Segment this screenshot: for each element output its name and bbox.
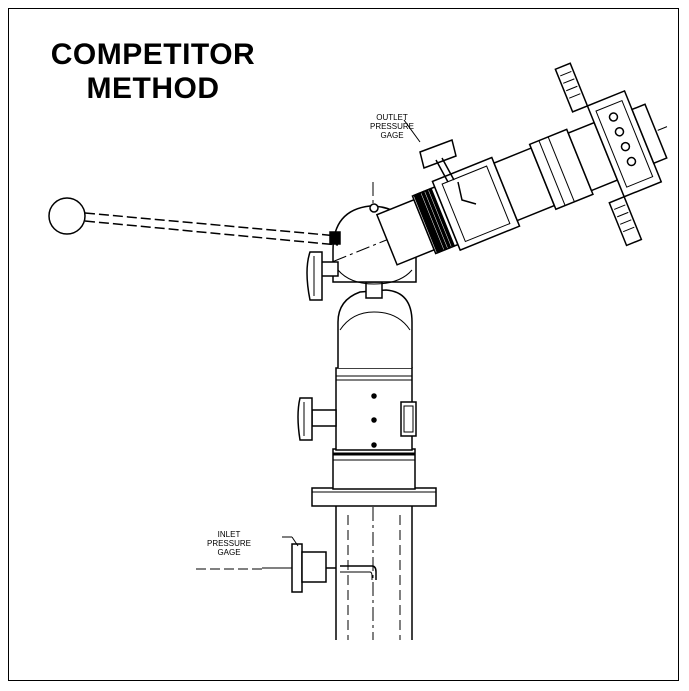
outlet-label-line-3: GAGE	[380, 131, 403, 140]
lever-arm	[48, 197, 341, 246]
inlet-label-line-3: GAGE	[217, 548, 240, 557]
base-flange	[311, 487, 437, 507]
inlet-label-line-2: PRESSURE	[207, 539, 251, 548]
inlet-label: INLET PRESSURE GAGE	[207, 530, 251, 557]
title-line-2: METHOD	[86, 72, 220, 105]
title-line-1: COMPETITOR	[50, 38, 256, 71]
inlet-label-line-1: INLET	[218, 530, 241, 539]
outlet-label: OUTLET PRESSURE GAGE	[370, 113, 414, 140]
upper-handwheel	[306, 251, 339, 301]
outlet-label-line-1: OUTLET	[376, 113, 408, 122]
outlet-label-line-2: PRESSURE	[370, 122, 414, 131]
inlet-pipe	[335, 505, 413, 640]
outlet-pressure-gage	[403, 119, 477, 205]
diagram-title: COMPETITOR METHOD	[28, 38, 278, 106]
inlet-pressure-gage	[196, 536, 377, 593]
riser-elbow	[337, 281, 413, 368]
lower-body	[332, 367, 417, 490]
diagram-frame	[8, 8, 679, 681]
lower-handwheel	[297, 397, 337, 441]
